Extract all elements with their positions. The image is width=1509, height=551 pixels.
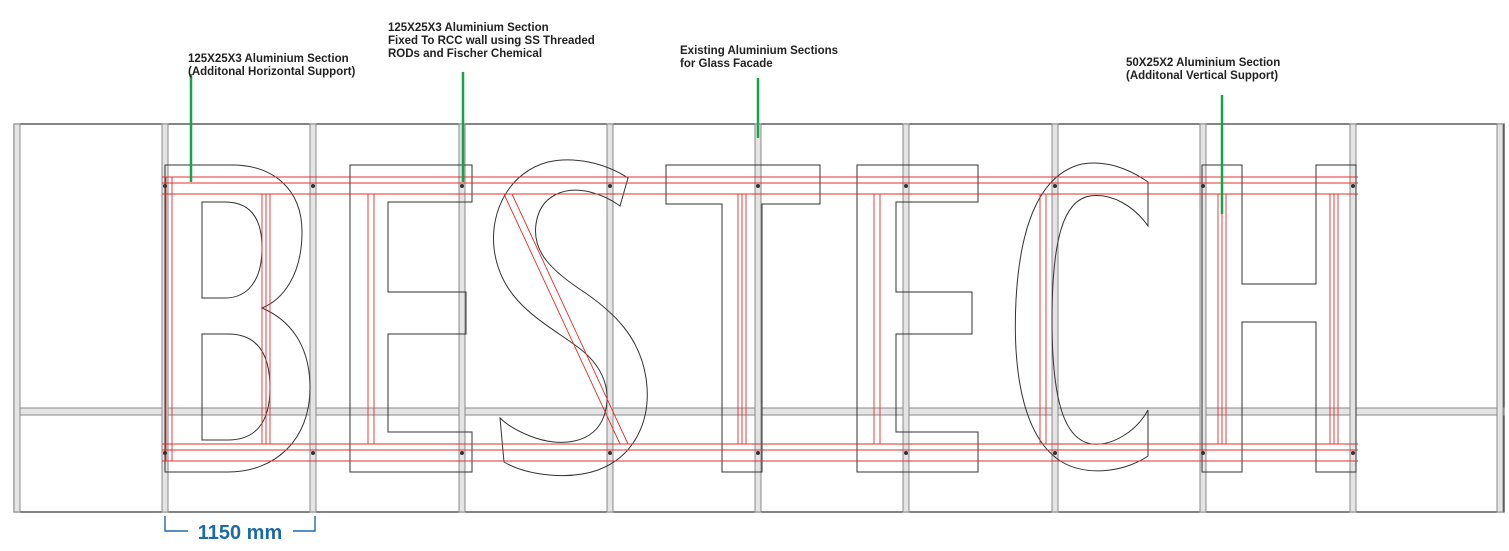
mullion [1199,123,1207,513]
fixing-point [460,184,464,188]
fixing-point [1053,184,1057,188]
diagonal-support-line [511,193,629,445]
fixing-point [163,184,167,188]
dimension-annotation: 1150 mm [164,516,316,544]
letter-b-outline [164,164,311,473]
support-sections [162,176,1358,462]
mullion [606,123,614,513]
callout-existing-facade: Existing Aluminium Sections for Glass Fa… [680,45,841,70]
letter-s-outline [493,159,648,477]
fixing-point [311,451,315,455]
fixing-point [460,451,464,455]
fixing-point [1201,451,1205,455]
callout-vertical-support: 50X25X2 Aluminium Section (Additonal Ver… [1126,57,1283,82]
fixing-point [163,451,167,455]
mullion [13,123,21,513]
callout-line: 125X25X3 Aluminium Section [388,22,549,34]
callout-line: (Additonal Vertical Support) [1126,70,1278,82]
mullion [309,123,317,513]
callout-line: RODs and Fischer Chemical [388,48,542,60]
callout-leaders [189,72,1224,214]
callout-line: (Additonal Horizontal Support) [188,66,356,78]
mullion [902,123,910,513]
letter-t-outline [665,164,821,473]
callout-line: Fixed To RCC wall using SS Threaded [388,35,595,47]
fixing-point [1351,184,1355,188]
fixing-point [904,184,908,188]
callout-rcc-fixing: 125X25X3 Aluminium Section Fixed To RCC … [388,22,598,60]
dimension-label: 1150 mm [198,522,283,544]
fixing-points [163,184,1355,455]
fixing-point [608,451,612,455]
fixing-point [608,184,612,188]
letter-e2-outline [856,164,979,473]
fixing-point [756,451,760,455]
callout-line: 125X25X3 Aluminium Section [188,53,349,65]
letter-h-outline [1201,164,1357,473]
fixing-point [1053,451,1057,455]
fixing-point [311,184,315,188]
mullion [1496,123,1504,513]
letter-e1-outline [349,164,473,473]
callout-line: for Glass Facade [680,58,773,70]
callout-line: 50X25X2 Aluminium Section [1126,57,1280,69]
fixing-point [1201,184,1205,188]
callout-horizontal-support: 125X25X3 Aluminium Section (Additonal Ho… [188,53,356,78]
diagonal-support-line [503,193,621,445]
callout-line: Existing Aluminium Sections [680,45,838,57]
fixing-point [1351,451,1355,455]
fixing-point [904,451,908,455]
fixing-point [756,184,760,188]
dimension-bracket-right [293,516,316,532]
letter-c-outline [1014,162,1149,472]
dimension-bracket-left [164,516,188,532]
